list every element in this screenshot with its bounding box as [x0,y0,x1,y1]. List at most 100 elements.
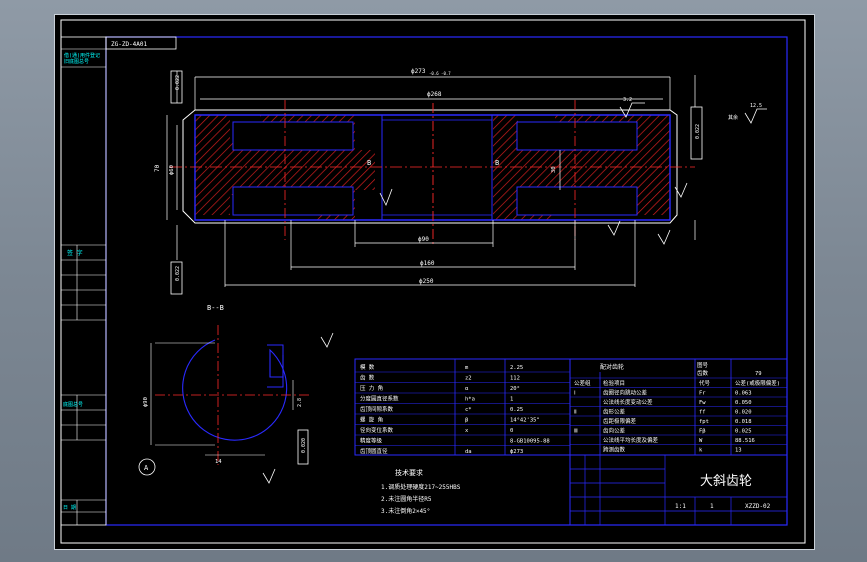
datum-a: A [144,464,149,472]
param-name: 齿顶圆直径 [360,447,388,455]
check-group: Ⅲ [574,429,578,435]
check-symbol: fpt [699,419,709,425]
roughness-symbols [262,102,767,484]
param-name: 分度圆直径系数 [360,395,399,403]
dim-d160: ϕ160 [420,260,435,267]
label-borrowed: 借(通)用件登记 [64,52,100,59]
check-symbol: Fw [699,400,706,406]
check-group: 公差组 [574,379,591,387]
cad-viewport[interactable]: 借(通)用件登记 旧底图总号 签 字 底图总号 日 期 ZG-ZD-4A01 [54,14,815,550]
label-base-no: 底图总号 [63,401,83,408]
check-head-teeth-value: 79 [755,371,762,377]
svg-text:B: B [495,159,499,167]
check-item: 齿形公差 [603,408,626,416]
param-symbol: z2 [465,376,472,382]
dimension-texts: ϕ273 -0.6 -0.7 ϕ268 ϕ90 ϕ160 ϕ250 70 ϕ60… [154,68,557,285]
param-symbol: da [465,449,472,455]
drawing-scale: 1:1 [675,503,686,510]
check-tolerance: 13 [735,448,742,454]
dim-d250: ϕ250 [419,278,434,285]
technical-notes: 技术要求 1.调质处理硬度217~255HBS 2.未注圆角半径R5 3.未注倒… [381,468,461,515]
left-label-strip: 借(通)用件登记 旧底图总号 签 字 底图总号 日 期 [60,36,107,526]
check-item: 检验项目 [603,379,625,387]
param-value: 8-GB10095-88 [510,439,550,445]
runout-bottom-left: 0.022 [175,266,181,281]
code-box-text: ZG-ZD-4A01 [111,41,148,48]
check-symbol: Fβ [699,429,706,435]
notes-title: 技术要求 [395,468,423,477]
param-name: 模 数 [360,363,375,371]
check-group: Ⅰ [574,391,576,397]
param-value: 2.25 [510,365,523,371]
label-date: 日 期 [63,505,76,511]
ra-other: 12.5 [750,103,762,109]
check-tolerance: 公差(或极限偏差) [735,379,780,387]
param-value: 14°42'35" [510,418,540,424]
check-item: 齿圈径向跳动公差 [603,389,648,397]
param-value: ϕ273 [510,449,523,455]
runout-top-left: 0.022 [175,75,181,90]
check-symbol: Fr [699,391,706,397]
gear-drawing: 借(通)用件登记 旧底图总号 签 字 底图总号 日 期 ZG-ZD-4A01 [60,19,806,544]
dim-face: ϕ60 [169,165,175,175]
check-item: 齿向公差 [603,427,626,435]
runout-callouts: 0.022 0.022 0.022 [170,70,703,295]
check-tolerance: 0.063 [735,391,752,397]
check-table: 配对齿轮 图号 齿数 79 公差组 检验项目 代号 公差(或极限偏差) Ⅰ 齿圈径向跳动公… [569,358,788,456]
ra-main: 3.2 [623,97,632,103]
check-symbol: ff [699,410,706,416]
param-value: 0 [510,428,513,434]
param-symbol: x [465,428,469,434]
ra-other-label: 其余 [728,114,738,121]
param-value: 0.25 [510,407,523,413]
check-symbol: W [699,438,703,444]
check-item: 跨测齿数 [603,446,626,454]
param-symbol: m [465,365,469,371]
label-sign: 签 字 [67,249,83,257]
param-name: 精度等级 [360,437,383,445]
check-head-teeth: 齿数 [697,369,709,377]
dimension-lines [166,71,696,287]
check-symbol: k [699,448,703,454]
param-name: 齿 数 [360,374,375,382]
svg-text:B: B [367,159,371,167]
param-symbol: c* [465,407,472,413]
check-tolerance: 0.020 [735,410,752,416]
dim-tip-tol: -0.6 -0.7 [429,71,451,76]
drawing-number: XZZD-02 [745,503,771,510]
param-name: 齿顶间隙系数 [360,405,394,413]
check-item: 公法线平均长度及偏差 [603,436,659,444]
bb-key-tolerance: 0.020 [301,438,307,453]
drawing-sheet: 1 [710,503,714,510]
note-1: 1.调质处理硬度217~255HBS [381,483,461,491]
check-tolerance: 0.025 [735,429,752,435]
check-tolerance: 0.050 [735,400,752,406]
param-value: 112 [510,376,520,382]
label-old-base: 旧底图总号 [64,58,89,65]
param-name: 螺 旋 角 [360,416,383,424]
check-head-mate: 配对齿轮 [600,363,624,371]
note-3: 3.未注倒角2×45° [381,507,430,515]
param-symbol: h*a [465,397,475,403]
check-head-drawing: 图号 [697,361,709,369]
check-symbol: 代号 [699,379,711,387]
param-symbol: α [465,386,469,392]
note-2: 2.未注圆角半径R5 [381,495,432,503]
param-value: 20° [510,386,520,392]
param-value: 1 [510,397,513,403]
dim-d90: ϕ90 [418,236,429,243]
check-group: Ⅱ [574,410,577,416]
bb-width: 2.8 [297,398,303,407]
bb-hub-diameter: ϕ90 [143,397,149,407]
runout-right: 0.022 [695,124,701,139]
check-tolerance: 88.516 [735,438,755,444]
bb-key-width: 14 [215,459,222,465]
check-item: 公法线长度变动公差 [603,398,653,406]
param-name: 径向变位系数 [360,426,394,434]
param-symbol: β [465,418,469,424]
gear-section-view: B B [170,100,695,245]
code-box: ZG-ZD-4A01 [105,36,177,50]
check-item: 齿距极限偏差 [603,417,637,425]
dim-tip-diameter: ϕ273 [411,68,426,75]
